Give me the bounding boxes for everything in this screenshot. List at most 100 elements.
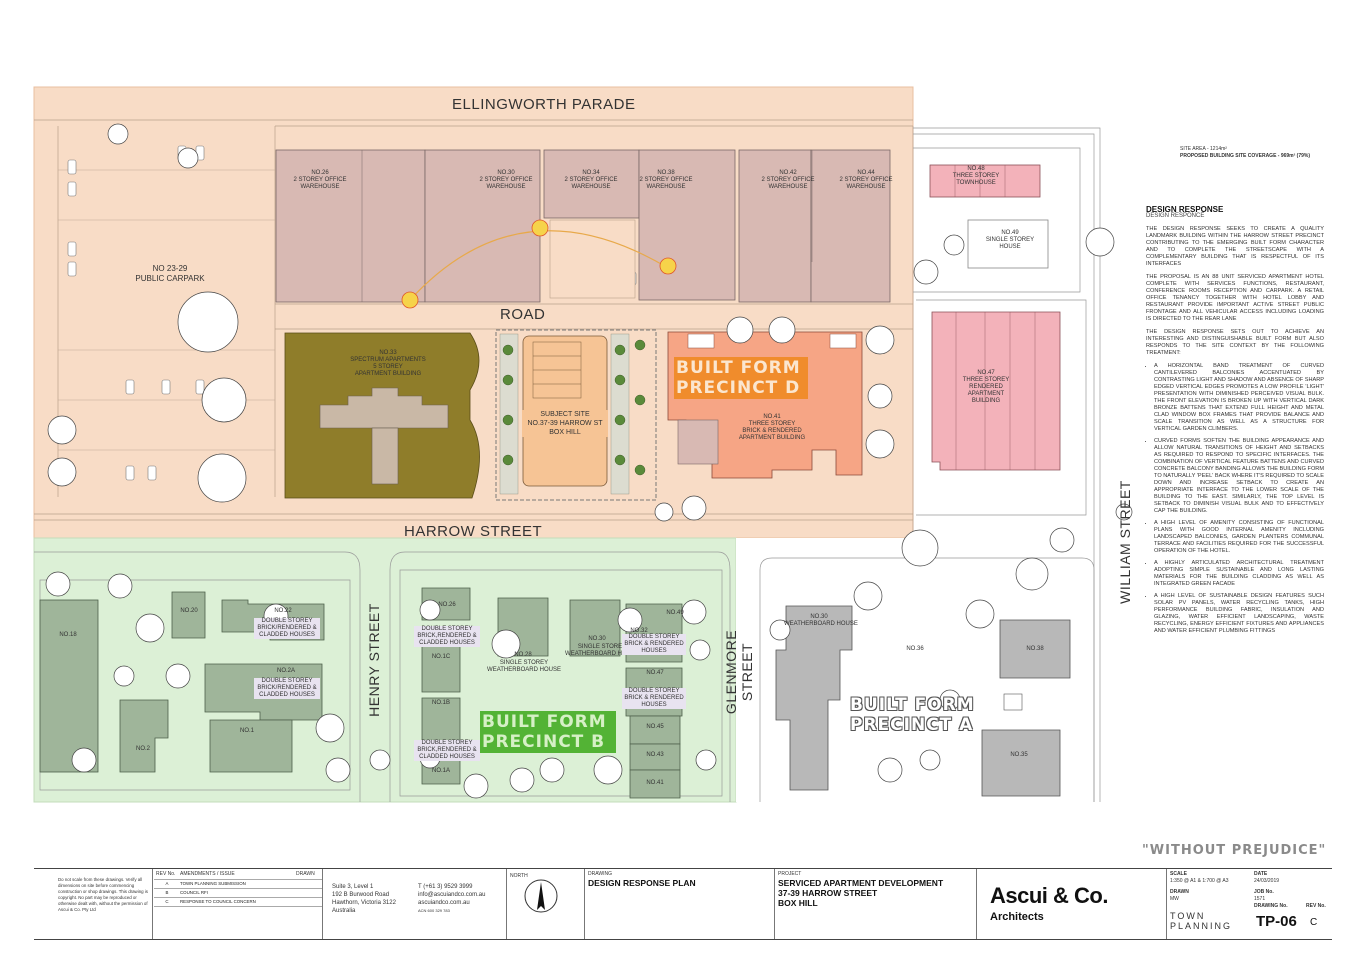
revision-row: B COUNCIL RFI bbox=[154, 888, 322, 897]
design-response-bullet-2: CURVED FORMS SOFTEN THE BUILDING APPEARA… bbox=[1154, 438, 1324, 515]
house-no41b bbox=[629, 769, 681, 799]
label-no1b: No.1B bbox=[431, 700, 450, 706]
label-no32: No.32 bbox=[630, 628, 648, 634]
street-harrow: HARROW STREET bbox=[404, 523, 543, 540]
office-contact: T (+61 3) 9529 3999 info@ascuiandco.com.… bbox=[418, 884, 486, 913]
job-label: JOB No. bbox=[1254, 889, 1274, 895]
street-glenmore: GLENMORE STREET bbox=[723, 629, 755, 715]
label-no38b: No.38 bbox=[1026, 646, 1044, 652]
project-label: PROJECT bbox=[778, 871, 802, 877]
design-response-heading: DESIGN RESPONSE bbox=[1146, 205, 1224, 214]
label-no36: No.36 bbox=[906, 646, 924, 652]
label-no1c: No.1C bbox=[431, 654, 451, 660]
label-dbl2: DOUBLE STOREY BRICK/RENDERED & CLADDED H… bbox=[254, 678, 320, 699]
drawn-value: MW bbox=[1170, 896, 1179, 902]
label-no47: No.47 THREE STOREY RENDERED APARTMENT BU… bbox=[962, 370, 1010, 404]
label-no26b: No.26 bbox=[438, 602, 456, 608]
drawn-label: DRAWN bbox=[1170, 889, 1189, 895]
house-no1 bbox=[209, 719, 293, 773]
label-no48: No.48 THREE STOREY TOWNHOUSE bbox=[952, 166, 1000, 186]
street-william: WILLIAM STREET bbox=[1117, 480, 1133, 604]
design-response-p3: THE DESIGN RESPONSE SETS OUT TO ACHIEVE … bbox=[1146, 329, 1324, 356]
label-no35: No.35 bbox=[1010, 752, 1028, 758]
design-response-bullet-1: A HORIZONTAL BAND TREATMENT OF CURVED CA… bbox=[1154, 363, 1324, 433]
revision-table: A TOWN PLANNING SUBMISSION B COUNCIL RFI… bbox=[154, 879, 322, 907]
label-no49b: No.49 bbox=[666, 610, 684, 616]
design-response-bullet-5: A HIGH LEVEL OF SUSTAINABLE DESIGN FEATU… bbox=[1154, 593, 1324, 635]
design-response-bullet-4: A HIGHLY ARTICULATED ARCHITECTURAL TREAT… bbox=[1154, 560, 1324, 588]
drawing-label: DRAWING bbox=[588, 871, 612, 877]
label-no30b: No.30 bbox=[588, 636, 606, 642]
label-no2: No.2 bbox=[135, 746, 150, 752]
warehouse-no44 bbox=[810, 149, 891, 303]
house-no30c bbox=[775, 605, 853, 791]
label-no28: No.28 bbox=[514, 652, 532, 658]
label-no2a: No.2A bbox=[276, 668, 295, 674]
drawing-number: TP-06 bbox=[1256, 913, 1297, 930]
job-value: 1571 bbox=[1254, 896, 1266, 902]
label-no41b: No.41 bbox=[646, 780, 664, 786]
apartments-no47-east bbox=[931, 311, 1061, 471]
label-dbl1: DOUBLE STOREY BRICK/RENDERED & CLADDED H… bbox=[254, 618, 320, 639]
label-no20: No.20 bbox=[180, 608, 198, 614]
house-no2 bbox=[119, 699, 169, 773]
label-no1a: No.1A bbox=[431, 768, 450, 774]
drawing-title: DESIGN RESPONSE PLAN bbox=[588, 878, 696, 888]
design-response-p2: THE PROPOSAL IS AN 88 UNIT SERVICED APAR… bbox=[1146, 274, 1324, 322]
subject-site-boundary bbox=[495, 329, 657, 501]
label-no18: No.18 bbox=[59, 632, 77, 638]
date-label: DATE bbox=[1254, 871, 1268, 877]
revision-row: C RESPONSE TO COUNCIL CONCERN bbox=[154, 897, 322, 907]
revision-number: C bbox=[1310, 917, 1318, 928]
label-no38: No.38 2 STOREY OFFICE WAREHOUSE bbox=[639, 170, 693, 190]
house-no38b bbox=[999, 619, 1071, 679]
revision-row: A TOWN PLANNING SUBMISSION bbox=[154, 879, 322, 888]
label-no47b: No.47 bbox=[646, 670, 664, 676]
label-no41: No.41 THREE STOREY BRICK & RENDERED APAR… bbox=[738, 414, 806, 441]
house-no18 bbox=[39, 599, 99, 773]
house-no20 bbox=[171, 591, 206, 639]
label-no43: No.43 bbox=[646, 752, 664, 758]
label-no33: No.33 SPECTRUM APARTMENTS 5 STOREY APART… bbox=[350, 350, 426, 377]
warehouse-no42 bbox=[738, 149, 812, 303]
without-prejudice-stamp: "WITHOUT PREJUDICE" bbox=[1142, 843, 1327, 858]
disclaimer: Do not scale from these drawings. Verify… bbox=[58, 877, 148, 912]
office-address: Suite 3, Level 1 192 B Burwood Road Hawt… bbox=[332, 884, 396, 914]
street-ellingworth-parade: ELLINGWORTH PARADE bbox=[452, 96, 636, 113]
site-coverage-line: PROPOSED BUILDING SITE COVERAGE - 969m² … bbox=[1180, 153, 1311, 159]
design-response-notes: DESIGN RESPONSE DESIGN RESPONCE THE DESI… bbox=[1146, 206, 1324, 641]
warehouse-no26 bbox=[275, 149, 426, 303]
amend-header: AMENDMENTS / ISSUE bbox=[180, 871, 235, 877]
drawing-no-label: DRAWING No. bbox=[1254, 903, 1288, 909]
site-area-line: SITE AREA - 1214m² bbox=[1180, 146, 1227, 152]
precinct-b-label: BUILT FORM PRECINCT B bbox=[480, 711, 616, 753]
label-no26: No.26 2 STOREY OFFICE WAREHOUSE bbox=[293, 170, 347, 190]
project-line-3: BOX HILL bbox=[778, 898, 818, 908]
house-no49-east bbox=[967, 219, 1049, 269]
house-no30b bbox=[569, 599, 621, 657]
street-henry: HENRY STREET bbox=[366, 603, 382, 717]
label-no30c: No.30 WEATHERBOARD HOUSE bbox=[784, 614, 858, 627]
house-no35 bbox=[981, 729, 1061, 797]
warehouse-no38 bbox=[638, 149, 736, 301]
scale-value: 1:350 @ A1 & 1:700 @ A3 bbox=[1170, 878, 1229, 884]
project-line-2: 37-39 HARROW STREET bbox=[778, 888, 878, 898]
label-dbl3: DOUBLE STOREY BRICK,RENDERED & CLADDED H… bbox=[414, 626, 480, 647]
house-no1c bbox=[421, 639, 461, 693]
townhouse-no48 bbox=[929, 164, 1041, 198]
label-no45: No.45 bbox=[646, 724, 664, 730]
date-value: 24/03/2019 bbox=[1254, 878, 1280, 884]
label-no30: No.30 2 STOREY OFFICE WAREHOUSE bbox=[479, 170, 533, 190]
title-block: Do not scale from these drawings. Verify… bbox=[34, 868, 1332, 940]
north-label: NORTH bbox=[510, 873, 528, 879]
label-dbl6: DOUBLE STOREY BRICK & RENDERED HOUSES bbox=[622, 688, 686, 709]
rev-header: REV No. bbox=[156, 871, 176, 877]
project-line-1: SERVICED APARTMENT DEVELOPMENT bbox=[778, 878, 944, 888]
site-area-note: SITE AREA - 1214m² PROPOSED BUILDING SIT… bbox=[1180, 146, 1310, 160]
design-response-subheading: DESIGN RESPONCE bbox=[1146, 213, 1205, 219]
label-no49: No.49 SINGLE STOREY HOUSE bbox=[985, 230, 1035, 250]
design-response-bullet-3: A HIGH LEVEL OF AMENITY CONSISTING OF FU… bbox=[1154, 520, 1324, 555]
label-no22: No.22 bbox=[274, 608, 292, 614]
label-no1: No.1 bbox=[239, 728, 254, 734]
label-single1: SINGLE STOREY WEATHERBOARD HOUSE bbox=[487, 660, 561, 673]
